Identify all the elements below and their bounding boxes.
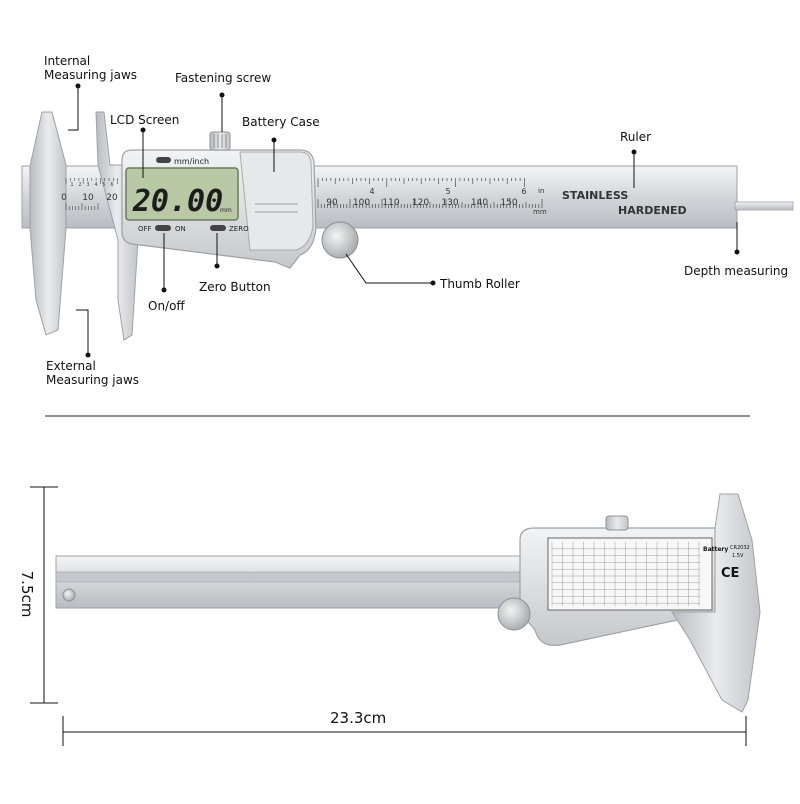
mm-tick-label: 120 xyxy=(412,198,429,208)
dim-height-label: 7.5cm xyxy=(18,570,36,618)
leader-thumb-roller xyxy=(345,253,433,284)
zero-label: ZERO xyxy=(229,225,249,233)
leader-dot xyxy=(271,137,277,143)
label-zero-button: Zero Button xyxy=(199,280,271,294)
zero-button[interactable] xyxy=(210,225,226,231)
leader-external-jaws xyxy=(76,309,89,355)
unit-mm: mm xyxy=(533,208,547,216)
back-thumb-roller xyxy=(497,597,531,631)
jaw-mm-label: 10 xyxy=(82,193,94,203)
label-depth: Depth measuring xyxy=(684,264,789,278)
lcd-screen xyxy=(125,167,239,221)
label-external-jaws: External Measuring jaws xyxy=(46,359,140,387)
label-battery-case: Battery Case xyxy=(242,115,320,129)
mm-tick-label: 150 xyxy=(500,198,517,208)
sticker-table xyxy=(551,542,700,606)
battery-label: Battery xyxy=(703,546,728,553)
leader-lines xyxy=(68,83,740,358)
leader-dot xyxy=(430,280,436,286)
mm-tick-label: 140 xyxy=(471,198,488,208)
lcd-unit: mm xyxy=(220,207,232,214)
on-off-button[interactable] xyxy=(155,225,171,231)
mm-tick-label: 90 xyxy=(326,198,338,208)
leader-dot xyxy=(75,83,81,89)
label-fastening-screw: Fastening screw xyxy=(175,71,272,85)
label-lcd-screen: LCD Screen xyxy=(110,113,180,127)
inch-tick-label: 6 xyxy=(521,187,526,196)
ruler-text-stainless: STAINLESS xyxy=(562,189,628,202)
jaw-mm-label: 0 xyxy=(61,193,67,203)
label-ruler: Ruler xyxy=(620,130,652,144)
jaw-small-label: 2 xyxy=(78,182,81,188)
on-label: ON xyxy=(175,225,186,233)
fastening-screw xyxy=(209,131,231,151)
leader-dot xyxy=(631,149,637,155)
mm-tick-label: 110 xyxy=(382,198,399,208)
battery-voltage: 1.5V xyxy=(732,553,744,559)
leader-dot xyxy=(140,127,146,133)
lcd-value: 20.00 xyxy=(132,184,223,219)
dimension-lines xyxy=(30,486,747,746)
label-on-off: On/off xyxy=(148,299,185,313)
leader-dot xyxy=(161,287,167,293)
leader-dot xyxy=(214,263,220,269)
mode-button[interactable] xyxy=(156,157,171,163)
leader-internal-jaws xyxy=(68,86,79,131)
inch-tick-label: 5 xyxy=(445,187,450,196)
mode-button-label: mm/inch xyxy=(174,157,209,166)
label-thumb-roller: Thumb Roller xyxy=(440,277,520,291)
jaw-small-label: 5 xyxy=(102,182,105,188)
fixed-jaw xyxy=(29,111,67,336)
unit-in: in xyxy=(538,187,544,195)
ruler-text-hardened: HARDENED xyxy=(618,204,687,217)
back-jaw xyxy=(671,493,761,713)
jaw-small-label: 1 xyxy=(70,182,73,188)
jaw-small-label: 6 xyxy=(110,182,113,188)
inch-tick-label: 4 xyxy=(369,187,374,196)
off-label: OFF xyxy=(138,225,152,233)
mm-tick-label: 100 xyxy=(353,198,370,208)
back-screw xyxy=(605,515,629,531)
jaw-small-label: 4 xyxy=(94,182,97,188)
thumb-roller[interactable] xyxy=(321,221,359,259)
leader-dot xyxy=(85,352,91,358)
jaw-mm-label: 20 xyxy=(106,193,118,203)
jaw-small-label: 3 xyxy=(86,182,89,188)
back-sticker xyxy=(547,537,713,611)
ce-mark: CE xyxy=(721,566,739,581)
dim-width-label: 23.3cm xyxy=(330,709,387,727)
battery-case xyxy=(239,151,314,251)
back-rivet xyxy=(62,588,76,602)
leader-dot xyxy=(219,92,225,98)
mm-tick-label: 130 xyxy=(441,198,458,208)
leader-dot xyxy=(734,249,740,255)
battery-type: CR2032 xyxy=(730,545,750,551)
ruler-scale: 90 100 110 120 130 140 150 4 5 6 xyxy=(317,178,543,208)
label-internal-jaws: Internal Measuring jaws xyxy=(44,54,138,82)
depth-rod xyxy=(734,201,794,211)
